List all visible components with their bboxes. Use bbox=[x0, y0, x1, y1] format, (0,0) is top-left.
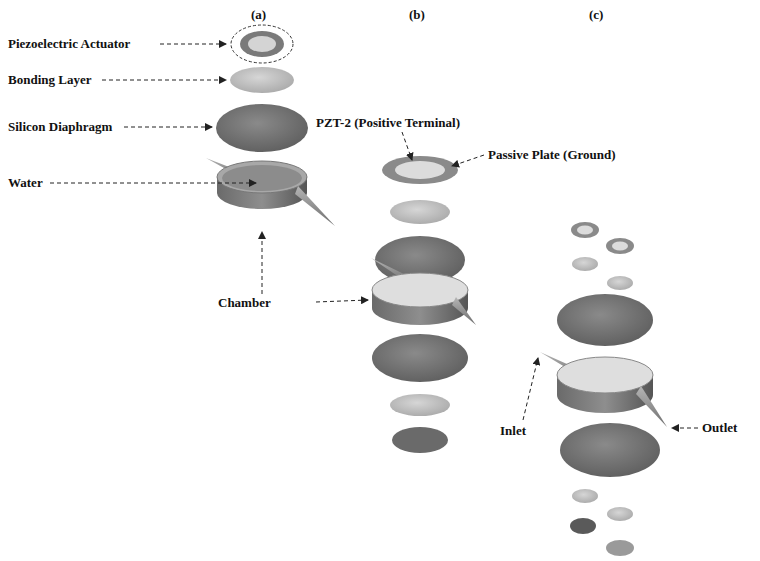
part-label: Bonding Layer bbox=[8, 73, 91, 87]
part-label: Passive Plate (Ground) bbox=[488, 148, 616, 162]
panel-letter: (a) bbox=[251, 8, 266, 22]
part-label: Chamber bbox=[218, 296, 271, 310]
part-label: Piezoelectric Actuator bbox=[8, 37, 130, 51]
part-label: Water bbox=[8, 176, 43, 190]
panel-letter: (b) bbox=[409, 8, 425, 22]
part-label: PZT-2 (Positive Terminal) bbox=[316, 116, 460, 130]
panel-letter: (c) bbox=[589, 8, 603, 22]
part-label: Silicon Diaphragm bbox=[8, 120, 112, 134]
port-label: Outlet bbox=[702, 421, 737, 435]
port-label: Inlet bbox=[500, 424, 526, 438]
